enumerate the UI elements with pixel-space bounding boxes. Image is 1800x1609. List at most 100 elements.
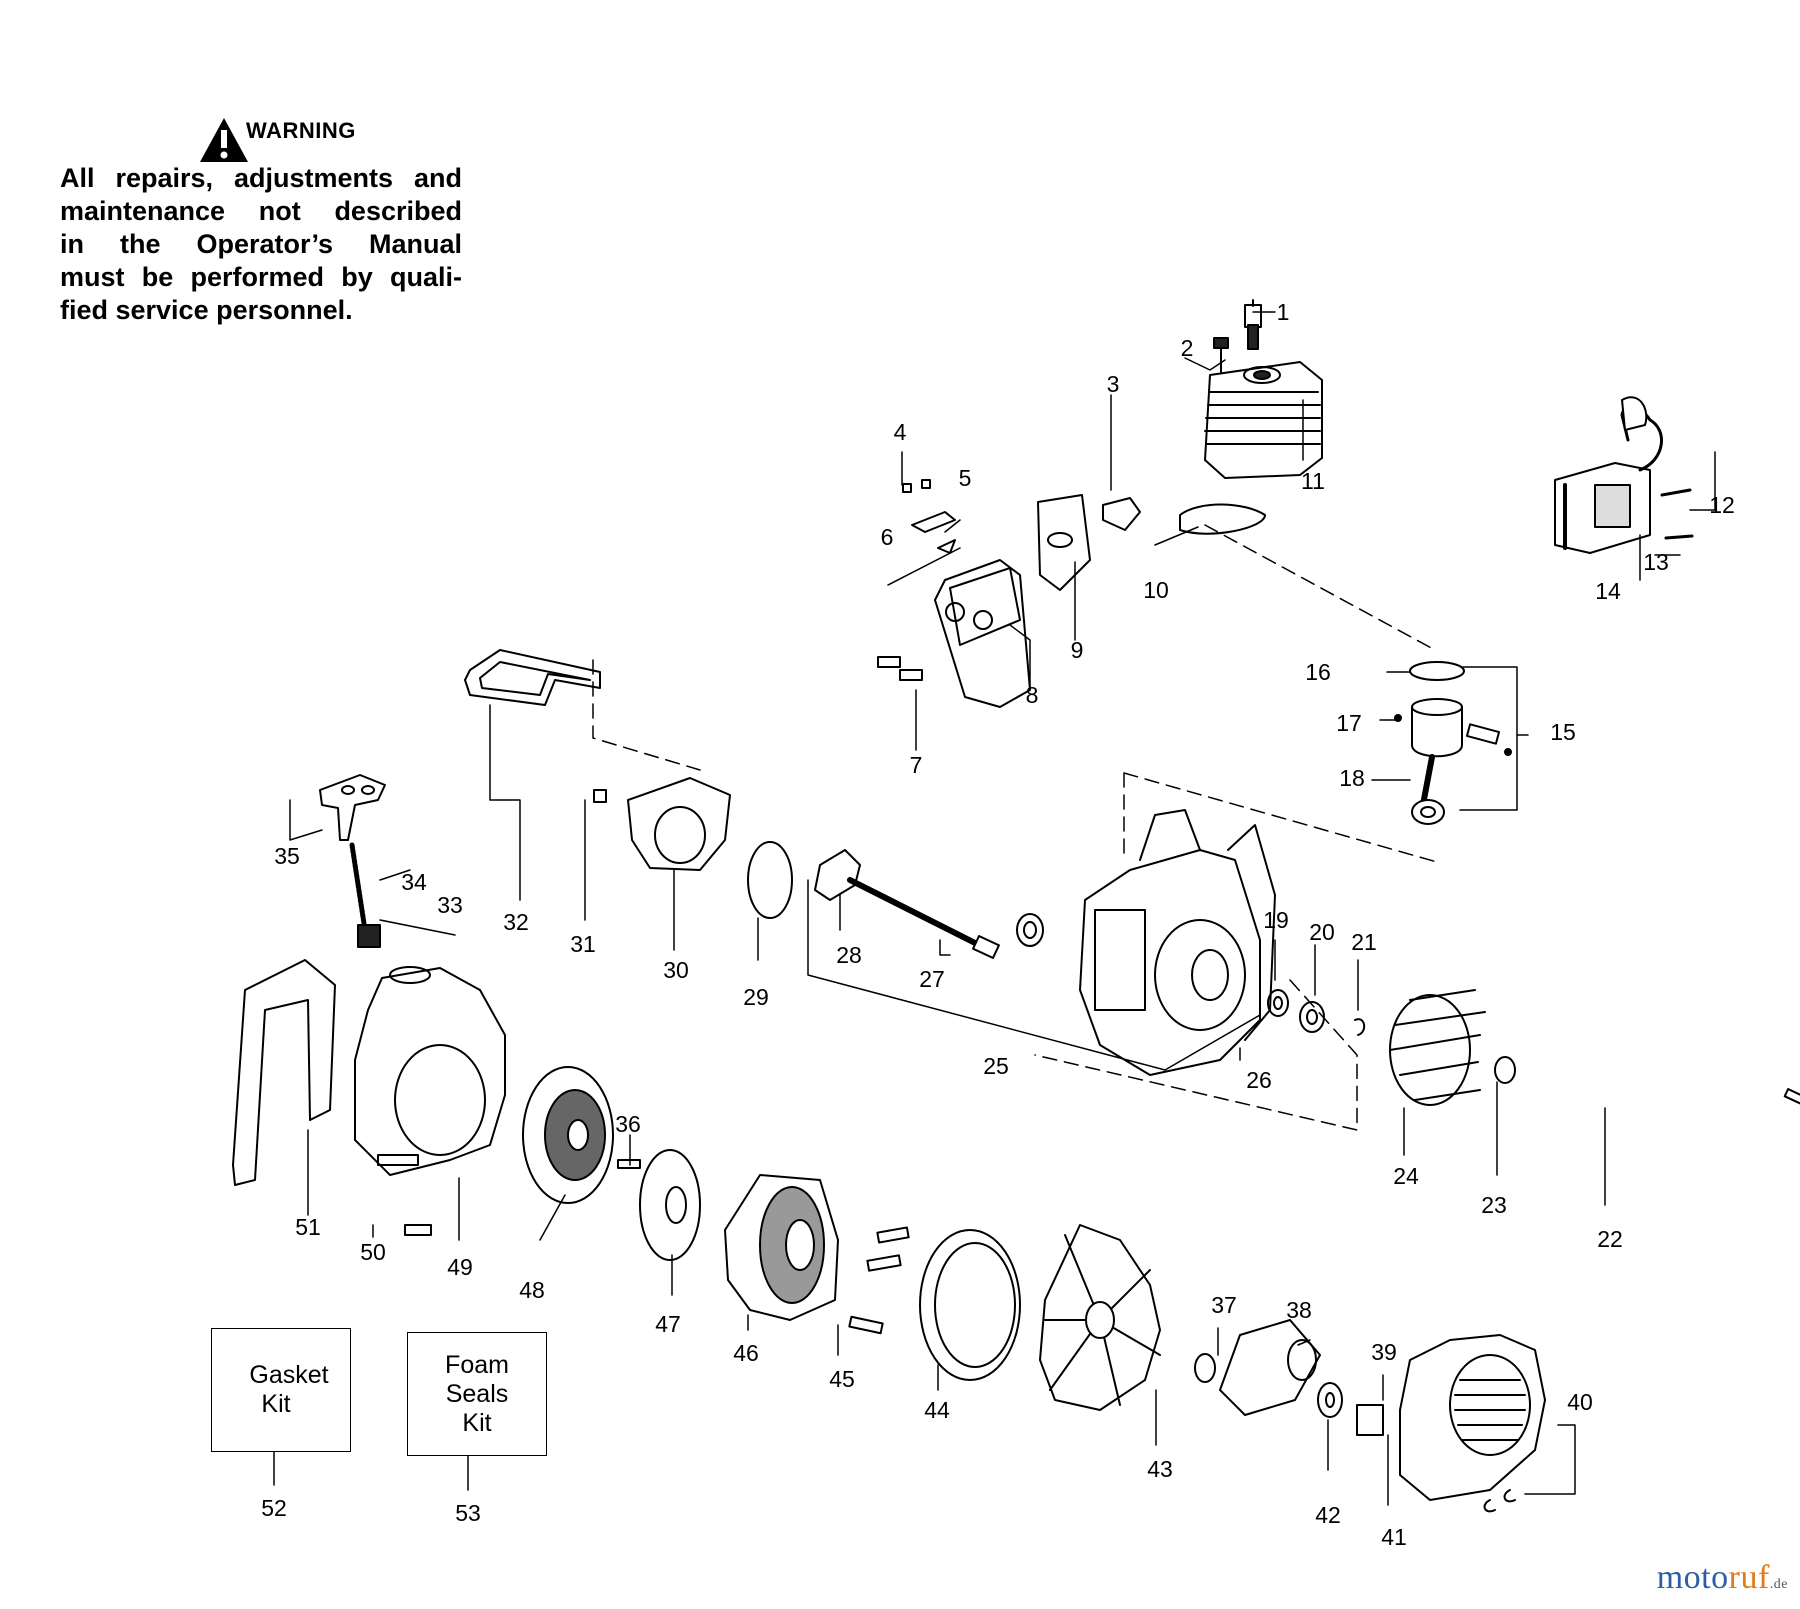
callout-36: 36 — [615, 1111, 641, 1137]
warning-icon — [200, 118, 248, 162]
part-starter-pulley — [522, 1066, 614, 1204]
callout-14: 14 — [1595, 578, 1621, 604]
callout-22: 22 — [1597, 1226, 1623, 1252]
callout-52: 52 — [261, 1495, 287, 1521]
callout-21: 21 — [1351, 929, 1377, 955]
callout-49: 49 — [447, 1254, 473, 1280]
kit-label: Foam — [445, 1350, 509, 1379]
callout-29: 29 — [743, 984, 769, 1010]
part-flywheel — [1389, 989, 1516, 1106]
callout-9: 9 — [1071, 637, 1084, 663]
callout-26: 26 — [1246, 1067, 1272, 1093]
leader-lines — [273, 311, 1716, 1506]
part-crankshaft — [814, 849, 1044, 959]
part-o-ring — [747, 841, 793, 919]
part-ignition-module — [1554, 396, 1694, 554]
part-muffler-screws — [877, 656, 923, 681]
callout-40: 40 — [1567, 1389, 1593, 1415]
part-cylinder — [1204, 361, 1323, 479]
callout-23: 23 — [1481, 1192, 1507, 1218]
part-impeller-hardware — [1194, 1319, 1384, 1436]
warning-title: WARNING — [246, 118, 356, 143]
warning-line: fied service personnel. — [60, 295, 353, 325]
part-carburetor-adaptor — [593, 777, 731, 871]
part-impeller — [1039, 1224, 1161, 1411]
part-starter-cup — [724, 1174, 839, 1321]
callout-46: 46 — [733, 1340, 759, 1366]
watermark-part: .de — [1769, 1577, 1788, 1592]
callout-5: 5 — [959, 465, 972, 491]
part-spark-plug — [1244, 299, 1262, 350]
callout-15: 15 — [1550, 719, 1576, 745]
warning-line: must be performed by quali- — [60, 262, 462, 292]
part-starter-handle — [319, 774, 386, 948]
callout-35: 35 — [274, 843, 300, 869]
warning-line: in the Operator’s Manual — [60, 229, 462, 259]
kit-label: Kit — [462, 1408, 492, 1437]
callout-8: 8 — [1026, 682, 1039, 708]
callout-27: 27 — [919, 966, 945, 992]
part-starter-screws — [848, 1226, 910, 1335]
callout-25: 25 — [983, 1053, 1009, 1079]
part-piston — [1394, 661, 1512, 825]
callout-12: 12 — [1709, 492, 1735, 518]
callout-47: 47 — [655, 1311, 681, 1337]
callout-10: 10 — [1143, 577, 1169, 603]
callout-44: 44 — [924, 1397, 950, 1423]
callout-18: 18 — [1339, 765, 1365, 791]
callout-13: 13 — [1643, 549, 1669, 575]
part-foam-handle — [232, 959, 336, 1186]
callout-17: 17 — [1336, 710, 1362, 736]
part-pin — [1783, 1088, 1800, 1110]
callout-38: 38 — [1286, 1297, 1312, 1323]
part-cylinder-gasket — [1179, 503, 1266, 535]
callout-3: 3 — [1107, 371, 1120, 397]
callout-51: 51 — [295, 1214, 321, 1240]
watermark-part: ruf — [1728, 1559, 1770, 1596]
warning-header: WARNING — [176, 118, 356, 144]
callout-30: 30 — [663, 957, 689, 983]
callout-41: 41 — [1381, 1524, 1407, 1550]
part-cylinder-bolt — [1213, 337, 1229, 373]
kit-label: Kit — [261, 1390, 291, 1418]
part-starter-washer — [617, 1149, 701, 1261]
alignment-lines — [592, 524, 1438, 1131]
part-crankcase — [1079, 809, 1276, 1076]
callout-1: 1 — [1277, 299, 1290, 325]
kit-label: Seals — [445, 1379, 509, 1408]
callout-16: 16 — [1305, 659, 1331, 685]
gasket-kit-box: Gasket Kit — [211, 1328, 351, 1452]
warning-line: All repairs, adjustments and — [60, 163, 462, 193]
callout-53: 53 — [455, 1500, 481, 1526]
part-muffler — [902, 479, 1141, 708]
part-bearings — [1267, 989, 1366, 1036]
part-air-filter-seal — [464, 649, 601, 706]
callout-33: 33 — [437, 892, 463, 918]
callout-11: 11 — [1301, 468, 1325, 494]
warning-text: All repairs, adjustments and maintenance… — [60, 162, 462, 327]
watermark-logo: motoruf.de — [1657, 1559, 1788, 1597]
callout-50: 50 — [360, 1239, 386, 1265]
part-fan-cover — [919, 1229, 1021, 1381]
warning-line: maintenance not described — [60, 196, 462, 226]
callout-19: 19 — [1263, 907, 1289, 933]
callout-39: 39 — [1371, 1339, 1397, 1365]
callout-43: 43 — [1147, 1456, 1173, 1482]
callout-37: 37 — [1211, 1292, 1237, 1318]
callout-32: 32 — [503, 909, 529, 935]
callout-20: 20 — [1309, 919, 1335, 945]
kit-label: Gasket — [249, 1361, 329, 1389]
callout-42: 42 — [1315, 1502, 1341, 1528]
callout-45: 45 — [829, 1366, 855, 1392]
callout-24: 24 — [1393, 1163, 1419, 1189]
callout-28: 28 — [836, 942, 862, 968]
callout-31: 31 — [570, 931, 596, 957]
callout-2: 2 — [1181, 335, 1194, 361]
watermark-part: moto — [1656, 1559, 1729, 1596]
callout-4: 4 — [894, 419, 907, 445]
callout-34: 34 — [401, 869, 427, 895]
callout-6: 6 — [881, 524, 894, 550]
part-fan-housing — [354, 966, 506, 1236]
